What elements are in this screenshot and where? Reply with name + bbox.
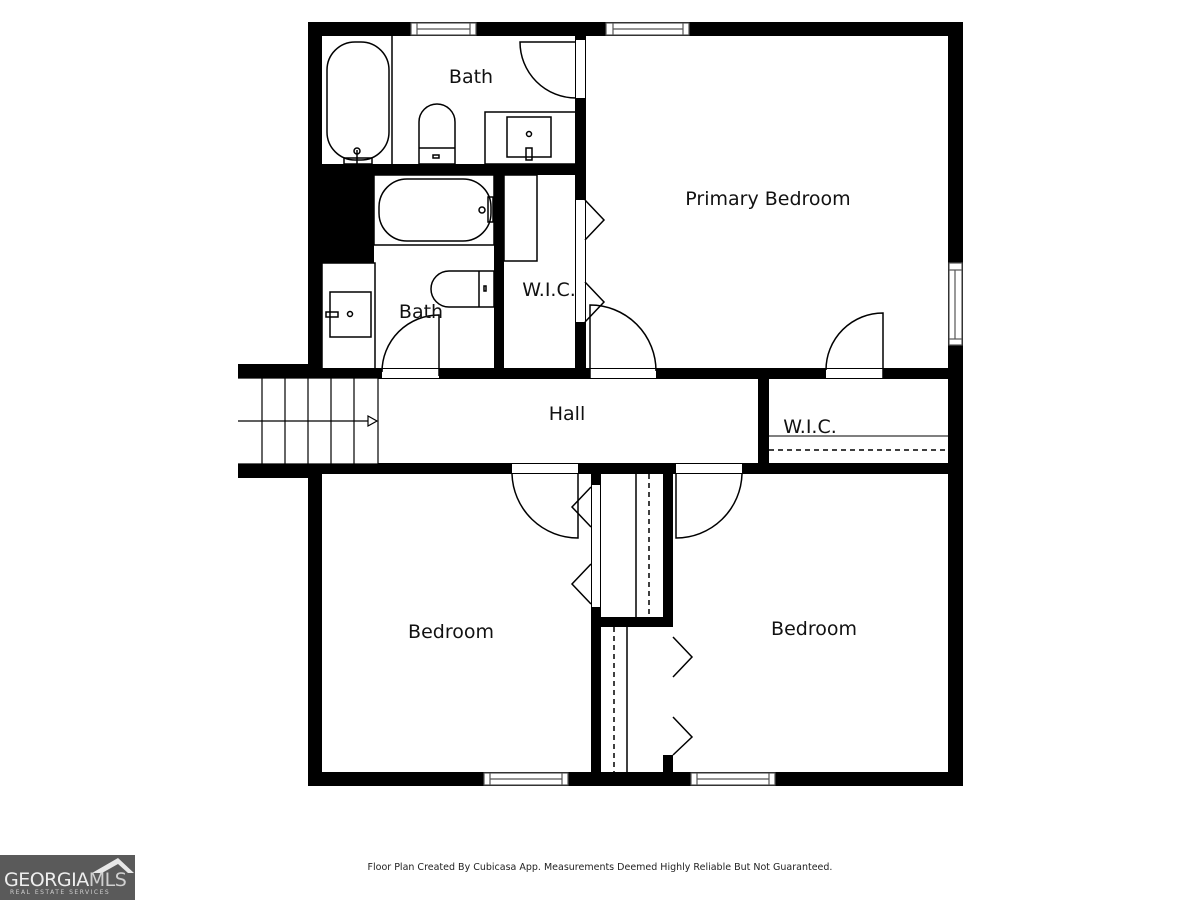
label-bedroom-left: Bedroom <box>408 621 494 643</box>
label-wic-right: W.I.C. <box>783 416 837 438</box>
stair-arrow-icon <box>367 414 379 428</box>
bathtub-lower <box>378 178 492 242</box>
logo-tagline: REAL ESTATE SERVICES <box>10 889 111 896</box>
fixtures <box>321 36 948 772</box>
house-roof-icon <box>92 858 134 873</box>
sink-lower <box>329 291 372 338</box>
toilet-upper <box>418 103 456 165</box>
bathtub-upper <box>326 41 390 161</box>
door-bath-lower <box>381 314 440 376</box>
walls <box>238 22 963 786</box>
label-primary-bedroom: Primary Bedroom <box>685 188 850 210</box>
wall-openings <box>322 23 962 785</box>
windows <box>410 22 963 786</box>
door-bedroom-right <box>675 473 743 539</box>
label-bath-lower: Bath <box>399 301 443 323</box>
sink-upper <box>506 116 552 158</box>
label-bedroom-right: Bedroom <box>771 618 857 640</box>
toilet-lower <box>430 270 495 308</box>
label-wic-center: W.I.C. <box>522 279 576 301</box>
doors <box>381 41 884 756</box>
label-hall: Hall <box>549 403 586 425</box>
staircase <box>238 377 379 465</box>
door-bath-upper <box>519 41 577 99</box>
disclaimer-text: Floor Plan Created By Cubicasa App. Meas… <box>367 862 833 873</box>
logo-wordmark: GEORGIAMLS <box>4 869 127 891</box>
georgia-mls-logo: GEORGIAMLS REAL ESTATE SERVICES <box>0 855 135 900</box>
label-bath-upper: Bath <box>449 66 493 88</box>
door-wic <box>589 304 657 378</box>
door-bedroom-left <box>511 473 579 539</box>
door-primary <box>825 312 884 378</box>
